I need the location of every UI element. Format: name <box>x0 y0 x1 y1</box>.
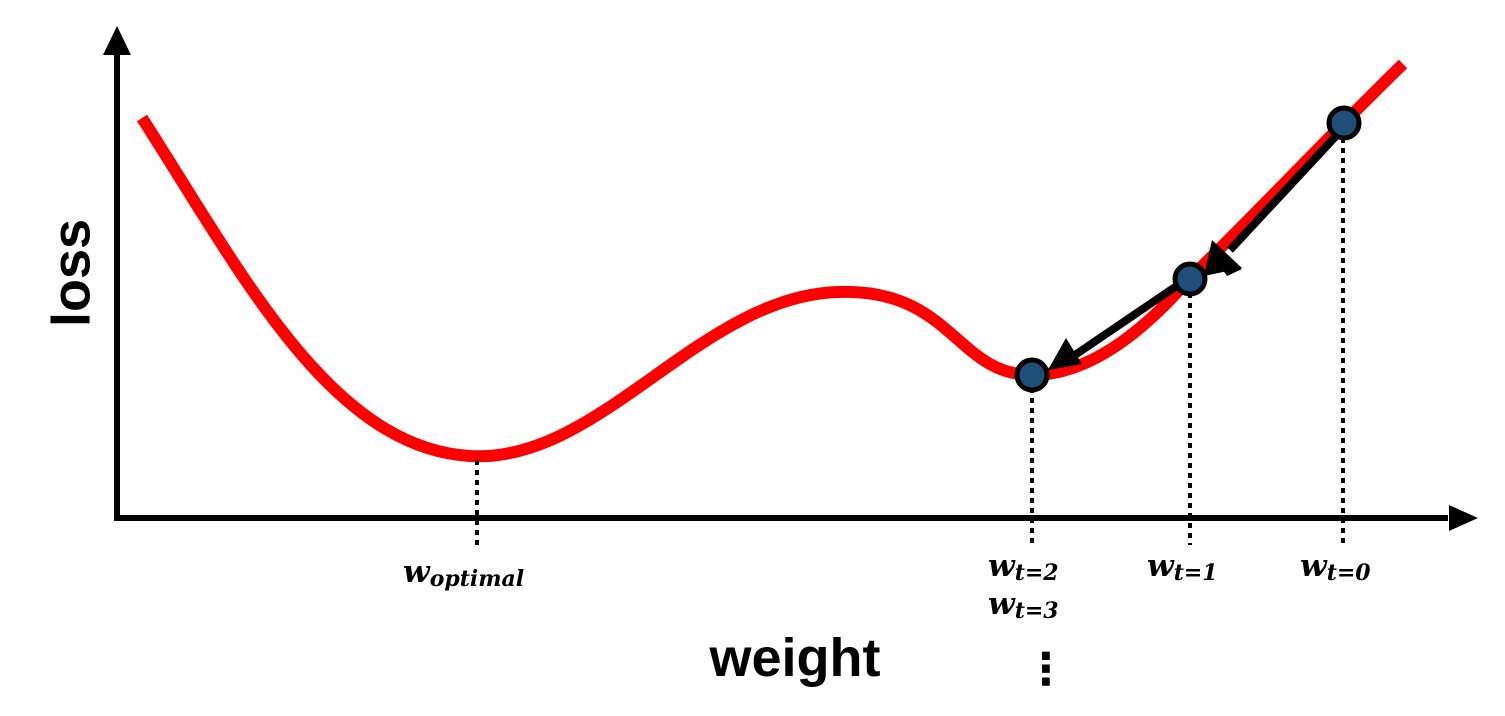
point-t2 <box>1014 357 1050 393</box>
x-axis-title: weight <box>709 628 881 688</box>
point-t1 <box>1172 261 1208 297</box>
loss-curve <box>136 59 1408 463</box>
label-w-t0: wt=0 <box>1300 548 1371 586</box>
label-w-optimal: woptimal <box>403 554 524 592</box>
x-axis-arrowhead <box>1449 505 1478 531</box>
continuation-dots: ⋮ <box>1024 644 1068 695</box>
label-w-t2: wt=2 <box>988 548 1059 586</box>
label-w-t1: wt=1 <box>1147 548 1218 586</box>
guide-lines <box>475 138 1345 545</box>
step-arrow-t1-t2 <box>1072 281 1181 359</box>
step-arrowhead-t0-t1-tip <box>1204 240 1242 276</box>
y-axis-arrowhead <box>103 26 131 55</box>
step-arrow-t0-t1 <box>1227 133 1339 253</box>
label-w-t3: wt=3 <box>988 586 1059 624</box>
point-t0 <box>1326 105 1362 141</box>
step-arrowhead-t1-t2 <box>1048 338 1082 370</box>
y-axis-title: loss <box>41 219 101 327</box>
